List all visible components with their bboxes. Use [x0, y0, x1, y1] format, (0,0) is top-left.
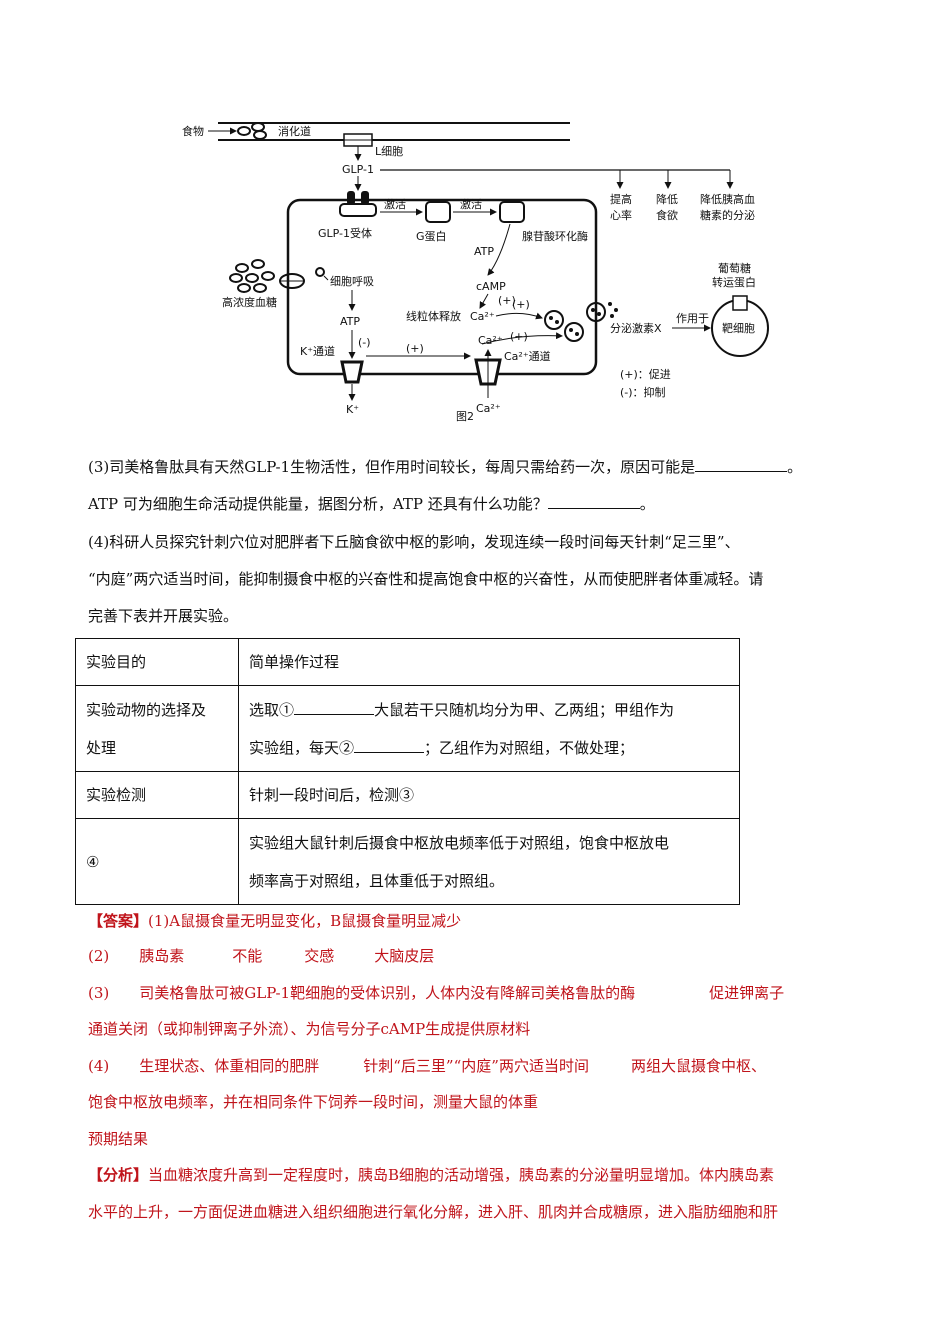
mito-release-label: 线粒体释放: [406, 309, 461, 323]
answer-blank-2[interactable]: [354, 738, 425, 753]
analysis-label: 【分析】: [88, 1166, 149, 1184]
table-cell: 实验动物的选择及处理: [75, 685, 239, 772]
table-cell: 实验组大鼠针刺后摄食中枢放电频率低于对照组，饱食中枢放电频率高于对照组，且体重低…: [238, 818, 740, 905]
gut-label: 消化道: [278, 124, 311, 138]
answer-blank[interactable]: [695, 457, 788, 472]
question-4-line-1: (4)科研人员探究针刺穴位对肥胖者下丘脑食欲中枢的影响，发现连续一段时间每天针刺…: [88, 533, 740, 551]
effect-heart-rate-1: 提高: [610, 192, 632, 206]
effect-heart-rate-2: 心率: [610, 208, 632, 222]
table-header-procedure: 简单操作过程: [238, 638, 740, 686]
question-3-line-2: ATP 可为细胞生命活动提供能量，据图分析，ATP 还具有什么功能？。: [88, 494, 655, 513]
plus-channel: (+): [510, 330, 528, 343]
minus-k: (-): [358, 336, 371, 349]
food-particle: [237, 126, 251, 136]
food-particle: [253, 130, 267, 140]
food-particle: [251, 122, 265, 132]
answer-line-1: 【答案】(1)A鼠摄食量无明显变化，B鼠摄食量明显减少: [88, 912, 462, 930]
table-row: 实验目的 简单操作过程: [75, 638, 740, 686]
camp-label: cAMP: [476, 280, 506, 293]
insulin-vesicle: [544, 310, 564, 330]
answer-line-6: 饱食中枢放电频率，并在相同条件下饲养一段时间，测量大鼠的体重: [88, 1093, 539, 1111]
glp1-receptor-label: GLP-1受体: [318, 226, 372, 240]
answer-line-4: 通道关闭（或抑制钾离子外流）、为信号分子cAMP生成提供原材料: [88, 1020, 531, 1038]
cell-respiration-label: 细胞呼吸: [330, 275, 374, 288]
question-3-line-1: (3)司美格鲁肽具有天然GLP-1生物活性，但作用时间较长，每周只需给药一次，原…: [88, 457, 803, 476]
question-4-line-2: “内庭”两穴适当时间，能抑制摄食中枢的兴奋性和提高饱食中枢的兴奋性，从而使肥胖者…: [88, 570, 764, 588]
figure-caption: 图2: [456, 410, 474, 423]
analysis-line-1: 【分析】当血糖浓度升高到一定程度时，胰岛B细胞的活动增强，胰岛素的分泌量明显增加…: [88, 1166, 775, 1184]
answer-blank[interactable]: [547, 494, 640, 509]
legend-minus: (-)：抑制: [620, 385, 666, 399]
target-cell-label: 靶细胞: [722, 322, 755, 335]
adenylate-cyclase-label: 腺苷酸环化酶: [522, 229, 588, 243]
plus-k: (+): [406, 342, 424, 355]
k-channel-label: K⁺通道: [300, 344, 335, 358]
ca-top-label: Ca²⁺: [478, 334, 503, 347]
table-cell: 实验检测: [75, 771, 239, 819]
ca-channel-label: Ca²⁺通道: [504, 349, 551, 363]
table-cell: 针刺一段时间后，检测③: [238, 771, 740, 819]
high-glucose-label: 高浓度血糖: [222, 295, 277, 309]
glucose-transporter: [732, 295, 748, 311]
analysis-line-2: 水平的上升，一方面促进血糖进入组织细胞进行氧化分解，进入肝、肌肉并合成糖原，进入…: [88, 1203, 779, 1221]
activate-label-1: 激活: [384, 197, 406, 211]
table-row: ④ 实验组大鼠针刺后摄食中枢放电频率低于对照组，饱食中枢放电频率高于对照组，且体…: [75, 818, 740, 905]
l-cell-label: L细胞: [375, 145, 403, 158]
ca-bottom-label: Ca²⁺: [476, 402, 501, 415]
answer-line-3: (3)司美格鲁肽可被GLP-1靶细胞的受体识别，人体内没有降解司美格鲁肽的酶促进…: [88, 984, 785, 1002]
effect-glucagon-2: 糖素的分泌: [700, 208, 755, 222]
plus-mito: (+): [512, 298, 530, 311]
glut-label-1: 葡萄糖: [718, 261, 751, 275]
glp1-label: GLP-1: [342, 163, 374, 176]
food-label: 食物: [182, 124, 204, 138]
atp-mid-label: ATP: [340, 315, 360, 328]
question-4-line-3: 完善下表并开展实验。: [88, 607, 239, 625]
table-header-purpose: 实验目的: [75, 638, 239, 686]
adenylate-cyclase: [499, 201, 525, 223]
insulin-vesicle: [586, 302, 606, 322]
insulin-vesicle: [564, 322, 584, 342]
atp-top-label: ATP: [474, 245, 494, 258]
k-ion-label: K⁺: [346, 403, 359, 416]
act-on-label: 作用于: [676, 312, 709, 325]
effect-appetite-1: 降低: [656, 192, 678, 206]
legend-plus: (+)：促进: [620, 367, 671, 381]
effect-appetite-2: 食欲: [656, 208, 678, 222]
glp1-receptor: [347, 191, 355, 205]
plus-camp: (+): [498, 294, 516, 307]
activate-label-2: 激活: [460, 197, 482, 211]
glut-label-2: 转运蛋白: [712, 275, 756, 289]
answer-label: 【答案】: [88, 912, 149, 930]
g-protein-label: G蛋白: [416, 229, 447, 243]
answer-line-5: (4)生理状态、体重相同的肥胖针刺“后三里”“内庭”两穴适当时间两组大鼠摄食中枢…: [88, 1057, 766, 1075]
ca-mito-label: Ca²⁺: [470, 310, 495, 323]
diagram-figure-2: 食物 消化道 L细胞 GLP-1 提高 心率 降低 食欲 降低胰高血 糖素的分泌…: [182, 122, 769, 423]
k-channel: [340, 360, 364, 384]
table-row: 实验检测 针刺一段时间后，检测③: [75, 771, 740, 819]
g-protein: [425, 201, 451, 223]
answer-blank-1[interactable]: [294, 700, 375, 715]
secrete-x-label: 分泌激素X: [610, 321, 662, 335]
glp1-receptor: [361, 191, 369, 205]
effect-glucagon-1: 降低胰高血: [700, 192, 755, 206]
table-cell: ④: [75, 818, 239, 905]
answer-line-7: 预期结果: [88, 1130, 149, 1148]
answer-line-2: (2)胰岛素不能交感大脑皮层: [88, 947, 435, 965]
